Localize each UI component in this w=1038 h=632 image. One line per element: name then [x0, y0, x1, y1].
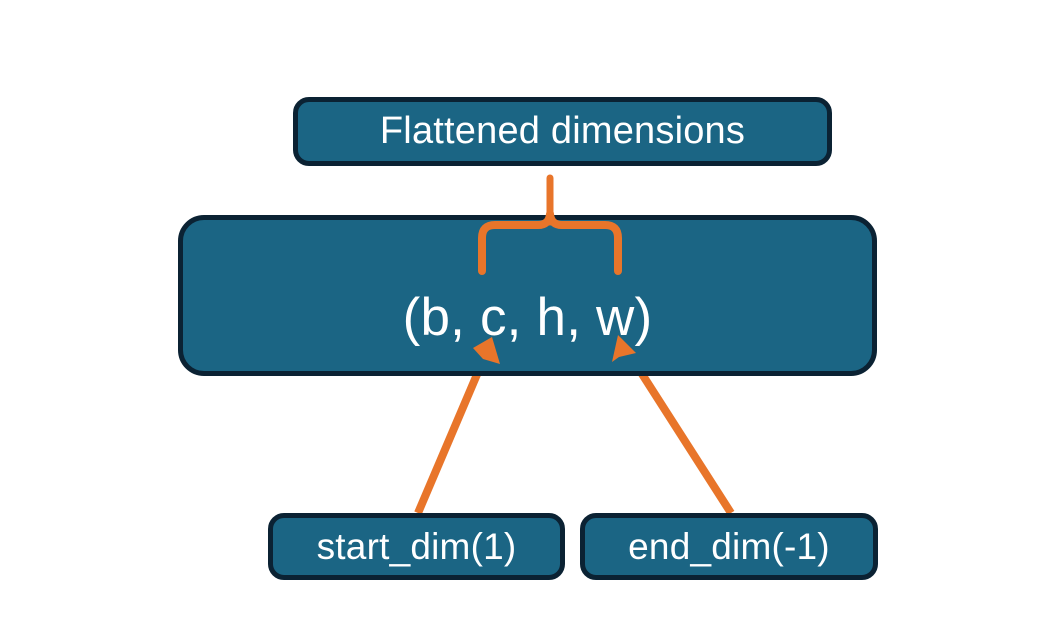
node-flattened-dimensions-label: Flattened dimensions — [379, 110, 746, 152]
node-end-dim-label: end_dim(-1) — [628, 525, 830, 567]
node-start-dim: start_dim(1) — [268, 513, 565, 580]
node-tensor-shape: (b, c, h, w) — [178, 215, 877, 376]
node-flattened-dimensions: Flattened dimensions — [293, 97, 832, 166]
node-start-dim-label: start_dim(1) — [316, 525, 517, 567]
node-end-dim: end_dim(-1) — [580, 513, 878, 580]
node-tensor-shape-label: (b, c, h, w) — [402, 288, 653, 347]
